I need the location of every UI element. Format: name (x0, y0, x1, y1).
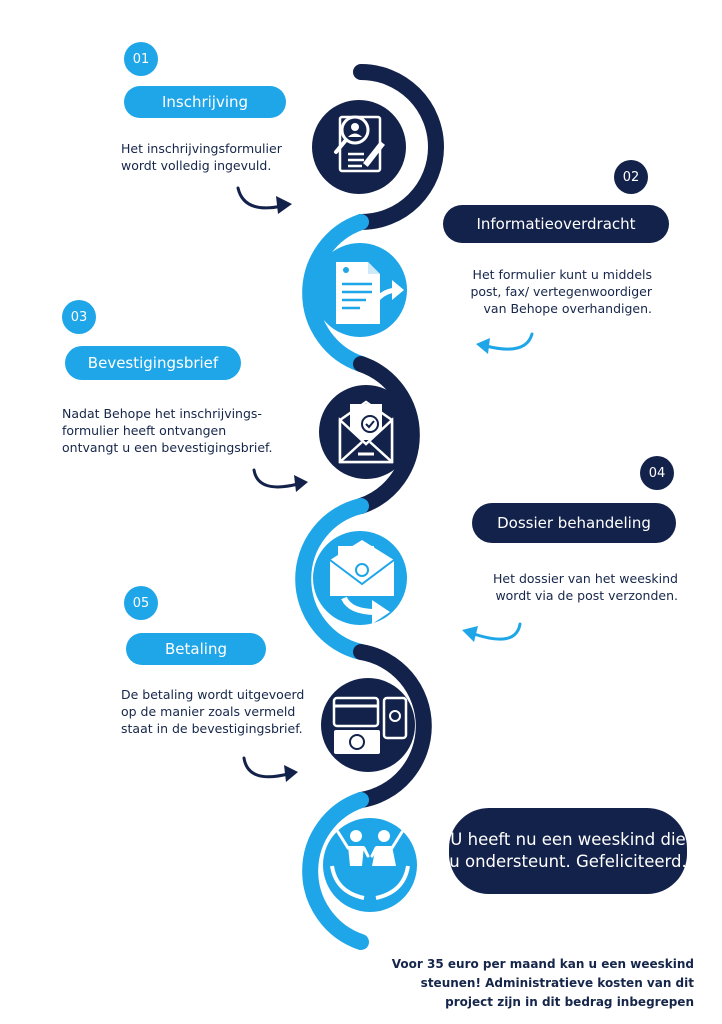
serpentine-ribbon (295, 64, 444, 950)
arrow-step-2 (476, 332, 534, 354)
arrow-step-4 (462, 622, 522, 642)
step-1-description: Het inschrijvingsformulier wordt volledi… (121, 141, 282, 173)
ribbon-segment-4 (295, 498, 369, 660)
step-3-title: Bevestigingsbrief (65, 346, 241, 380)
step-3-number: 03 (62, 300, 96, 334)
arrow-step-3 (252, 468, 308, 492)
arrow-step-5 (242, 756, 298, 782)
step-3-description: Nadat Behope het inschrijvings- formulie… (62, 406, 273, 455)
step-1-number: 01 (124, 42, 158, 76)
final-message: U heeft nu een weeskind die u ondersteun… (449, 808, 687, 894)
step-5-title: Betaling (126, 633, 266, 665)
step-4-title: Dossier behandeling (472, 503, 676, 543)
step-5-number: 05 (124, 586, 158, 620)
step-2-title: Informatieoverdracht (443, 205, 669, 243)
ribbon-segment-6 (302, 792, 369, 950)
step-1-title: Inschrijving (124, 86, 286, 118)
document-send-icon (313, 243, 407, 337)
ribbon-segment-2 (302, 214, 369, 372)
arrow-step-1 (236, 186, 292, 214)
ribbon-segment-5 (353, 644, 432, 808)
step-5-description: De betaling wordt uitgevoerd op de manie… (121, 687, 305, 736)
step-arrows (236, 186, 534, 782)
step-4-description: Het dossier van het weeskind wordt via d… (493, 571, 678, 603)
step-2-number: 02 (614, 160, 648, 194)
mail-forward-icon (313, 531, 407, 625)
ribbon-segment-1 (353, 64, 444, 230)
footer-note: Voor 35 euro per maand kan u een weeskin… (391, 957, 694, 1009)
children-hands-icon (323, 818, 417, 912)
registration-form-icon (312, 100, 406, 194)
payment-icon (321, 678, 415, 772)
step-4-number: 04 (640, 456, 674, 490)
envelope-check-icon (319, 385, 413, 479)
step-2-description: Het formulier kunt u middels post, fax/ … (470, 267, 652, 316)
